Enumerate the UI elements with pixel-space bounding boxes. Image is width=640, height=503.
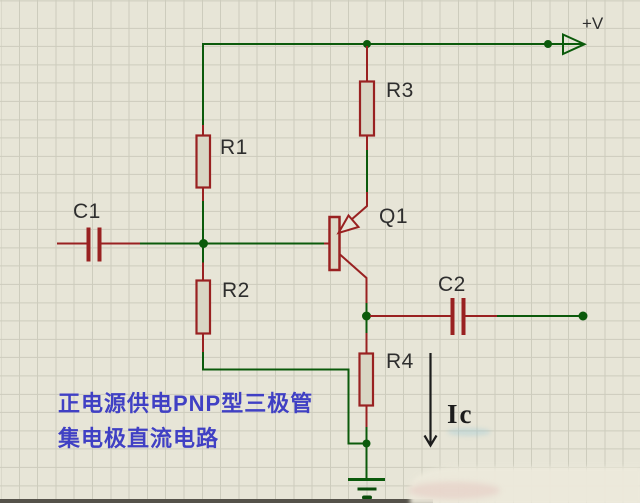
junction-dot (363, 40, 371, 48)
watermark-blob (410, 467, 640, 503)
resistor-body[interactable] (358, 352, 375, 407)
collector-net-wire[interactable] (362, 303, 371, 334)
resistor-R1[interactable] (195, 125, 212, 202)
junction-dot (199, 239, 208, 248)
resistor-R3[interactable] (358, 46, 376, 151)
watermark-cyan-smudge (447, 428, 491, 436)
label-Q1[interactable]: Q1 (379, 205, 409, 228)
resistor-body[interactable] (195, 134, 212, 189)
resistor-R4[interactable] (358, 333, 375, 428)
resistor-R2[interactable] (195, 262, 212, 353)
collector-lead (339, 253, 368, 304)
label-R1[interactable]: R1 (220, 136, 248, 159)
pnp-emitter-arrow-icon (336, 213, 361, 235)
output-terminal-dot (578, 311, 588, 321)
ground-symbol-icon[interactable] (348, 478, 385, 500)
label-C2[interactable]: C2 (438, 273, 466, 296)
caption-line-2[interactable]: 集电极直流电路 (58, 426, 220, 451)
label-R4[interactable]: R4 (386, 350, 414, 373)
wire-segment[interactable] (202, 352, 365, 445)
emitter-ground-return-wire[interactable] (202, 352, 365, 445)
label-C1[interactable]: C1 (73, 200, 101, 223)
transistor-Q1[interactable] (328, 192, 368, 304)
capacitor-C1[interactable] (57, 227, 140, 262)
capacitor-C2[interactable] (370, 298, 498, 335)
resistor-body[interactable] (358, 80, 376, 137)
arrow-head-icon (423, 434, 438, 448)
label-collector-current[interactable]: Ic (447, 399, 474, 429)
power-terminal-icon[interactable] (562, 32, 587, 56)
label-R3[interactable]: R3 (386, 79, 414, 102)
power-rail-wire[interactable] (202, 32, 587, 126)
base-net-wire[interactable] (140, 201, 330, 263)
transistor-base-bar[interactable] (328, 215, 341, 272)
watermark-pink-smudge (408, 482, 500, 499)
caption-line-1[interactable]: 正电源供电PNP型三极管 (58, 391, 314, 416)
ground-net-wire[interactable] (348, 427, 385, 500)
output-net-wire[interactable] (497, 311, 588, 321)
label-power-terminal[interactable]: +V (582, 14, 604, 33)
wire-segment[interactable] (202, 43, 584, 125)
image-bottom-border (0, 499, 433, 503)
resistor-body[interactable] (195, 279, 212, 335)
label-R2[interactable]: R2 (222, 279, 250, 302)
junction-dot (544, 40, 552, 48)
current-arrow[interactable] (423, 353, 438, 448)
